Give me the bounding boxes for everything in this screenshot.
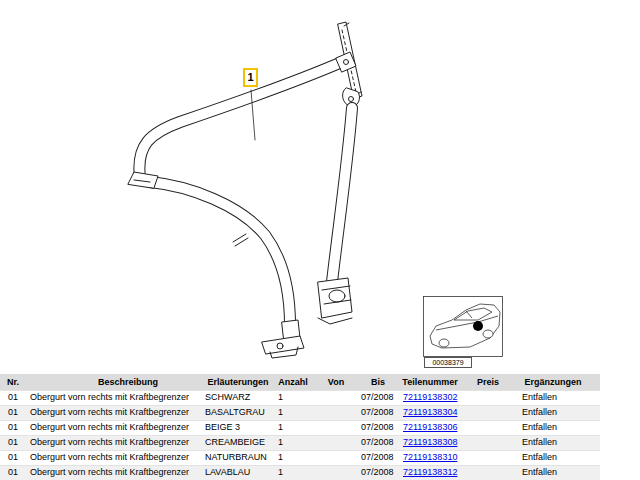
date-until: 07/2008 xyxy=(361,452,394,463)
col-header: Teilenummer xyxy=(402,377,457,388)
part-description: Obergurt vorn rechts mit Kraftbegrenzer xyxy=(30,392,189,403)
part-description: Obergurt vorn rechts mit Kraftbegrenzer xyxy=(30,422,189,433)
seat-belt-drawing xyxy=(128,22,362,358)
part-description: Obergurt vorn rechts mit Kraftbegrenzer xyxy=(30,452,189,463)
note: Entfallen xyxy=(522,392,557,403)
date-until: 07/2008 xyxy=(361,422,394,433)
part-number: 72119138306 xyxy=(403,422,457,433)
quantity: 1 xyxy=(278,392,283,403)
row-number: 01 xyxy=(8,407,18,418)
part-number: 72119138312 xyxy=(403,467,457,478)
row-number: 01 xyxy=(8,452,18,463)
color-name: BEIGE 3 xyxy=(205,422,240,433)
col-header: Nr. xyxy=(7,377,19,388)
color-name: NATURBRAUN xyxy=(205,452,267,463)
col-header: Bis xyxy=(371,377,385,388)
date-until: 07/2008 xyxy=(361,407,394,418)
col-header: Anzahl xyxy=(278,377,308,388)
image-code-text: 00038379 xyxy=(432,359,463,366)
car-thumbnail xyxy=(424,297,503,357)
quantity: 1 xyxy=(278,437,283,448)
col-header: Erläuterungen xyxy=(207,377,268,388)
callout-number-text: 1 xyxy=(247,72,253,83)
part-number: 72119138310 xyxy=(403,452,457,463)
date-until: 07/2008 xyxy=(361,437,394,448)
callout-number: 1 xyxy=(243,68,258,87)
quantity: 1 xyxy=(278,422,283,433)
row-number: 01 xyxy=(8,467,18,478)
part-description: Obergurt vorn rechts mit Kraftbegrenzer xyxy=(30,437,189,448)
col-header: Ergänzungen xyxy=(524,377,581,388)
note: Entfallen xyxy=(522,437,557,448)
date-until: 07/2008 xyxy=(361,467,394,478)
part-description: Obergurt vorn rechts mit Kraftbegrenzer xyxy=(30,467,189,478)
row-number: 01 xyxy=(8,422,18,433)
date-until: 07/2008 xyxy=(361,392,394,403)
quantity: 1 xyxy=(278,467,283,478)
row-number: 01 xyxy=(8,437,18,448)
table-ground xyxy=(0,374,600,480)
note: Entfallen xyxy=(522,422,557,433)
color-name: SCHWARZ xyxy=(205,392,250,403)
image-code: 00038379 xyxy=(424,357,472,368)
part-description: Obergurt vorn rechts mit Kraftbegrenzer xyxy=(30,407,189,418)
note: Entfallen xyxy=(522,467,557,478)
note: Entfallen xyxy=(522,452,557,463)
part-number: 72119138308 xyxy=(403,437,457,448)
col-header: Von xyxy=(328,377,344,388)
quantity: 1 xyxy=(278,407,283,418)
part-number: 72119138304 xyxy=(403,407,457,418)
color-name: BASALTGRAU xyxy=(205,407,265,418)
col-header: Beschreibung xyxy=(98,377,158,388)
col-header: Preis xyxy=(477,377,499,388)
quantity: 1 xyxy=(278,452,283,463)
note: Entfallen xyxy=(522,407,557,418)
color-name: CREAMBEIGE xyxy=(205,437,265,448)
color-name: LAVABLAU xyxy=(205,467,250,478)
row-number: 01 xyxy=(8,392,18,403)
part-number: 72119138302 xyxy=(403,392,457,403)
